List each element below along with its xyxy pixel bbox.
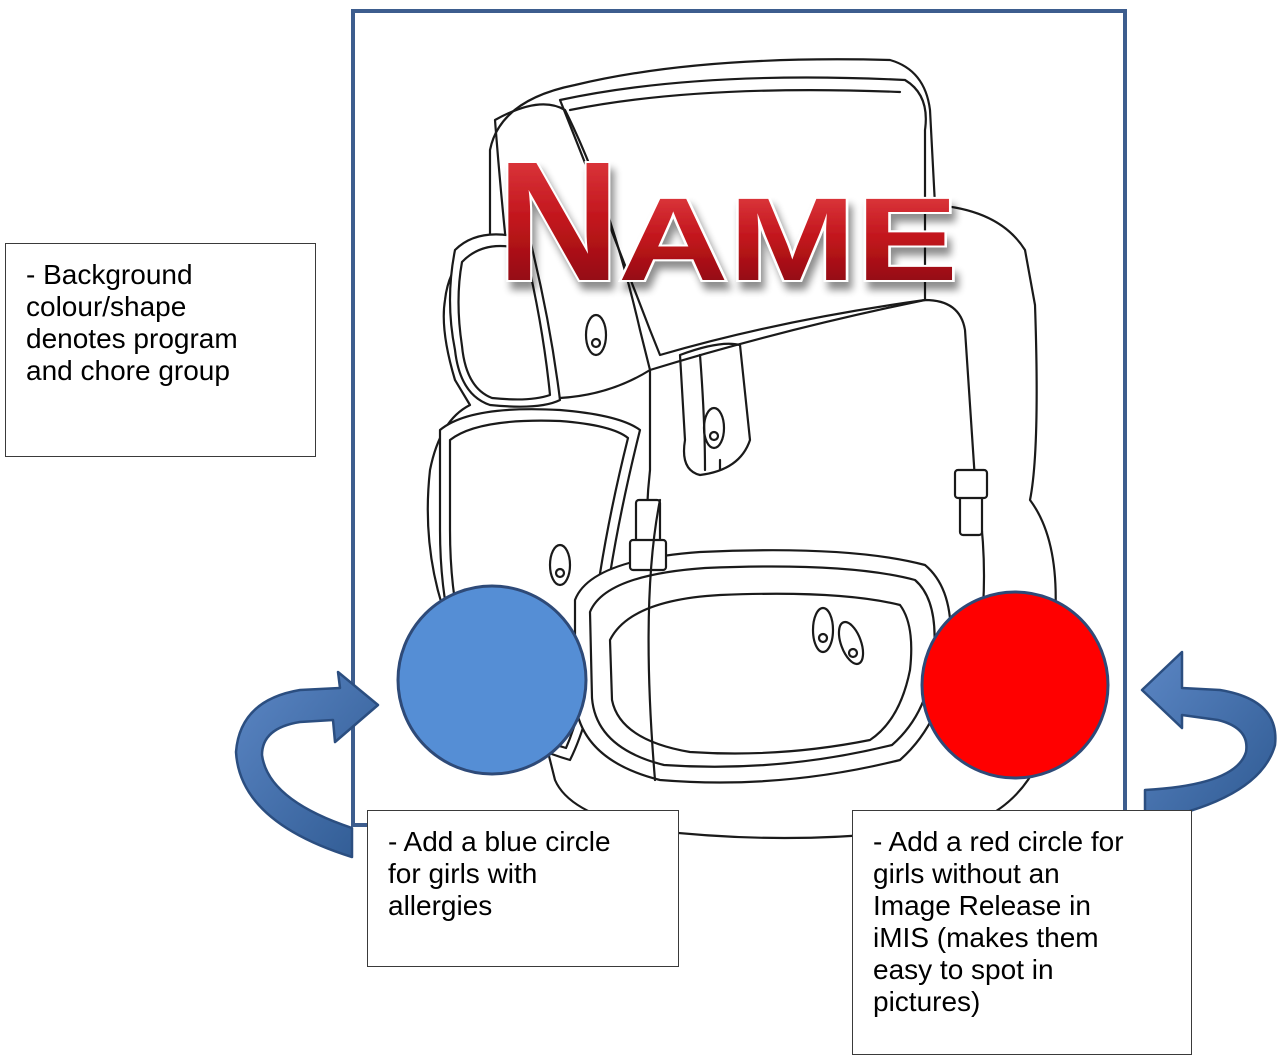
curved-arrow-icon (1140, 650, 1277, 824)
name-first-letter: N (497, 127, 620, 317)
curved-arrow-icon (234, 670, 380, 859)
name-rest-letters: AME (618, 174, 958, 306)
red-circle-note: - Add a red circle for girls without an … (852, 810, 1192, 1055)
blue-circle-note: - Add a blue circle for girls with aller… (367, 810, 679, 967)
background-note: - Background colour/shape denotes progra… (5, 243, 316, 457)
blue-allergy-circle (396, 584, 588, 776)
red-image-release-circle (920, 590, 1110, 780)
name-title: N AME (495, 125, 960, 319)
